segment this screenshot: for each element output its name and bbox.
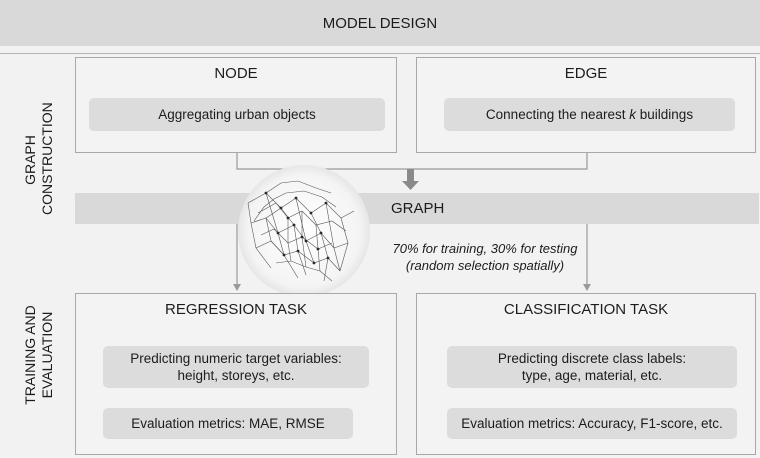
classification-labels-line1: Predicting discrete class labels: [497, 351, 687, 366]
split-note: 70% for training, 30% for testing (rando… [372, 240, 598, 274]
regression-panel: REGRESSION TASK Predicting numeric targe… [75, 293, 397, 455]
edge-item: Connecting the nearest k buildings [444, 98, 735, 131]
arrowhead-icon [233, 284, 241, 291]
classification-metrics-text: Evaluation metrics: Accuracy, F1-score, … [461, 416, 723, 431]
arrowhead-icon [583, 284, 591, 291]
graph-network-image [238, 165, 370, 297]
classification-item-metrics: Evaluation metrics: Accuracy, F1-score, … [447, 408, 737, 439]
node-item: Aggregating urban objects [89, 98, 385, 131]
node-title: NODE [214, 65, 258, 82]
model-design-title: MODEL DESIGN [322, 14, 438, 32]
regression-item-metrics: Evaluation metrics: MAE, RMSE [103, 408, 353, 439]
split-note-line1: 70% for training, 30% for testing [392, 241, 578, 256]
classification-title: CLASSIFICATION TASK [503, 301, 669, 318]
regression-metrics-text: Evaluation metrics: MAE, RMSE [131, 416, 325, 431]
classification-labels-line2: type, age, material, etc. [521, 368, 663, 383]
regression-title: REGRESSION TASK [165, 301, 307, 318]
regression-targets-line1: Predicting numeric target variables: [130, 351, 342, 366]
graph-band: GRAPH [75, 193, 759, 224]
header-divider [0, 53, 760, 54]
model-design-header: MODEL DESIGN [0, 0, 760, 46]
edge-item-text: Connecting the nearest k buildings [485, 107, 694, 122]
classification-panel: CLASSIFICATION TASK Predicting discrete … [416, 293, 756, 455]
node-panel: NODE Aggregating urban objects [75, 57, 397, 153]
split-note-line2: (random selection spatially) [405, 258, 565, 273]
edge-title: EDGE [564, 65, 608, 82]
node-item-text: Aggregating urban objects [158, 107, 316, 122]
regression-targets-line2: height, storeys, etc. [177, 368, 295, 383]
graph-title: GRAPH [391, 200, 445, 217]
regression-item-targets: Predicting numeric target variables: hei… [103, 346, 369, 388]
classification-item-labels: Predicting discrete class labels: type, … [447, 346, 737, 388]
down-arrow-icon [402, 169, 419, 190]
edge-panel: EDGE Connecting the nearest k buildings [416, 57, 756, 153]
